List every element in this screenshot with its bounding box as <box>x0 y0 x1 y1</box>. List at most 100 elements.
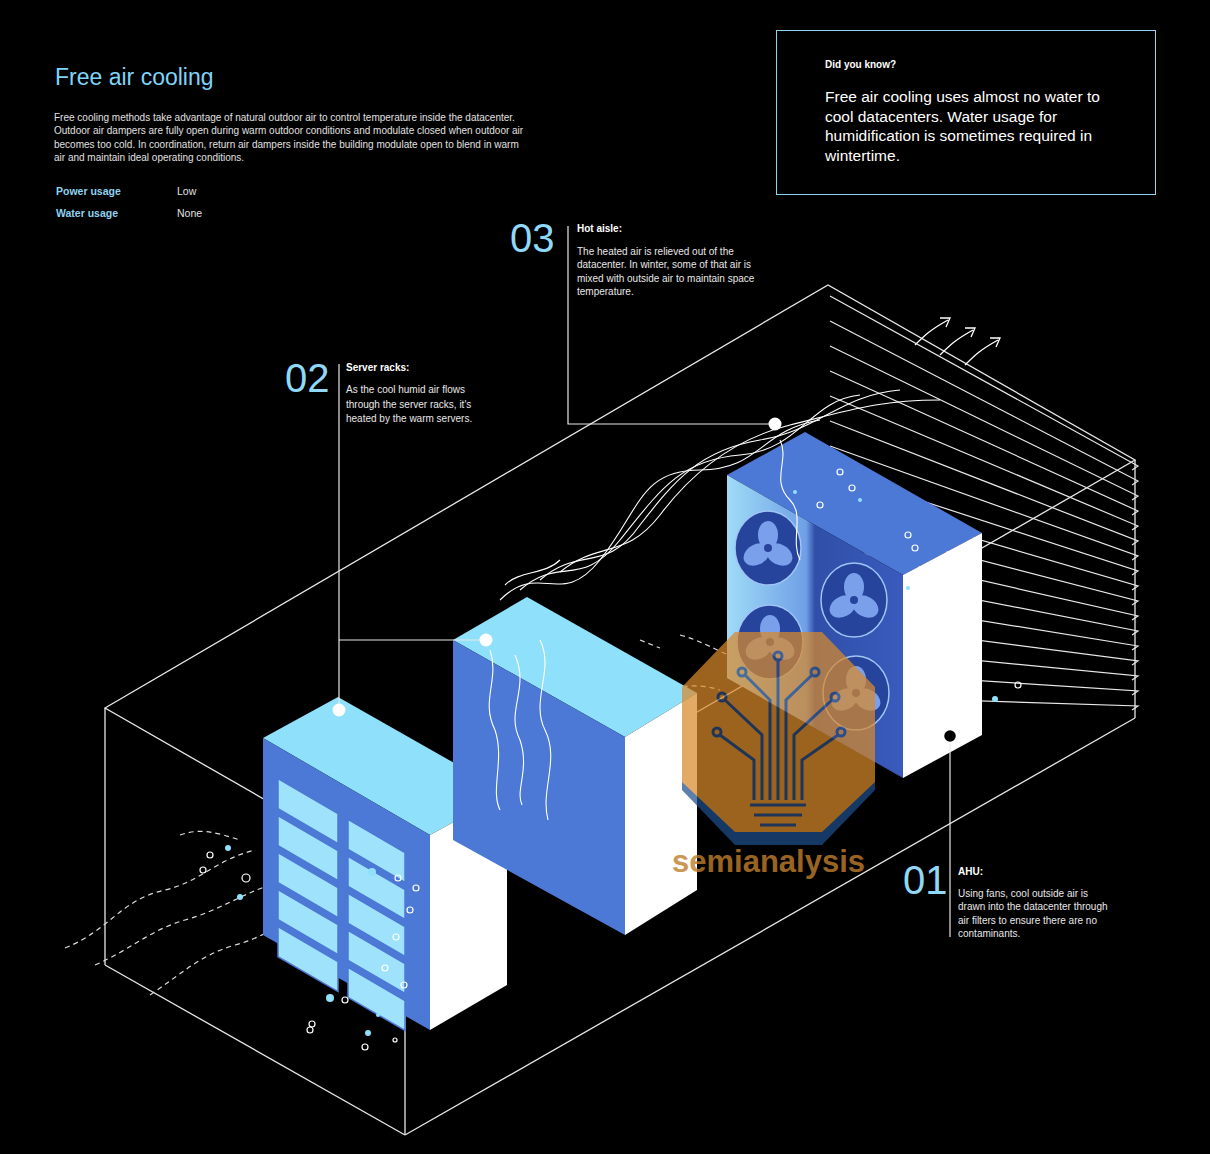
callout-body: Using fans, cool outside air is drawn in… <box>958 887 1108 940</box>
illustration-part <box>965 338 1000 365</box>
illustration-part <box>738 668 746 676</box>
illustration-part <box>713 652 845 825</box>
air-bubble <box>849 485 855 491</box>
illustration-part <box>713 728 721 736</box>
illustration-part <box>915 318 950 345</box>
metric-value: None <box>177 207 202 220</box>
illustration-part <box>540 640 551 820</box>
callout-body: The heated air is relieved out of the da… <box>577 245 762 298</box>
callout-body: As the cool humid air flows through the … <box>346 383 496 427</box>
illustration-part <box>505 560 560 585</box>
bubbles <box>200 469 1021 1050</box>
air-bubble <box>393 1038 397 1042</box>
air-bubble <box>365 1030 371 1036</box>
metric-value: Low <box>177 185 196 198</box>
air-bubble <box>837 469 843 475</box>
illustration-part <box>903 533 982 778</box>
illustration-part <box>826 591 860 622</box>
air-bubble <box>905 532 911 538</box>
air-bubble <box>225 845 231 851</box>
illustration-part <box>718 693 726 701</box>
illustration-part <box>339 639 480 640</box>
illustration-part <box>944 730 957 743</box>
cabinet-door <box>348 967 405 1030</box>
illustration-part <box>95 885 270 965</box>
illustration-part <box>568 226 770 424</box>
illustration-part <box>515 655 524 805</box>
leader-dots <box>333 418 957 743</box>
air-bubble <box>906 586 910 590</box>
air-bubble <box>309 1021 315 1027</box>
air-bubble <box>382 965 388 971</box>
diagram-title: Free air cooling <box>55 64 214 91</box>
watermark-logo <box>682 632 875 845</box>
air-bubble <box>401 982 407 988</box>
air-bubble <box>207 852 213 858</box>
air-bubble <box>413 885 419 891</box>
illustration-part <box>811 668 819 676</box>
illustration-part <box>769 418 782 431</box>
fan <box>821 563 887 637</box>
illustration-part <box>837 728 845 736</box>
air-bubble <box>242 874 250 882</box>
illustration-part <box>682 632 875 832</box>
illustration-part <box>764 544 772 552</box>
illustration-part <box>65 850 255 948</box>
callout-heading: Hot aisle: <box>577 223 622 236</box>
callout-number: 02 <box>285 358 330 398</box>
watermark: semianalysis <box>672 845 865 879</box>
illustration-part <box>263 738 430 1030</box>
illustration-part <box>831 693 839 701</box>
illustration-part <box>560 400 940 572</box>
air-bubble <box>376 1013 380 1017</box>
illustration-part <box>489 650 500 810</box>
exhaust-arrows <box>915 318 1000 365</box>
illustration-part <box>104 708 105 965</box>
leader-lines <box>339 226 950 937</box>
louver-slat <box>830 296 1138 470</box>
callout-number: 03 <box>510 218 555 258</box>
callout-number: 01 <box>903 860 948 900</box>
intro-paragraph: Free cooling methods take advantage of n… <box>54 111 529 165</box>
air-bubble <box>1015 682 1021 688</box>
note-heading: Did you know? <box>825 58 1125 71</box>
illustration-part <box>850 596 858 604</box>
air-bubble <box>368 868 376 876</box>
info-box: Did you know? Free air cooling uses almos… <box>776 30 1156 195</box>
illustration-part <box>105 965 405 1135</box>
illustration-part <box>333 704 346 717</box>
illustration-part <box>780 440 800 560</box>
air-bubble <box>362 1044 368 1050</box>
illustration-part <box>480 634 493 647</box>
note-body: Free air cooling uses almost no water to… <box>825 87 1120 165</box>
metric-name: Power usage <box>56 185 121 198</box>
illustration-part <box>821 563 887 637</box>
air-bubble <box>200 867 206 873</box>
illustration-part <box>180 831 240 840</box>
air-bubble <box>858 498 862 502</box>
callout-heading: Server racks: <box>346 362 409 375</box>
illustration-part <box>750 805 806 825</box>
air-bubble <box>393 934 399 940</box>
air-bubble <box>793 490 797 494</box>
air-bubble <box>326 994 334 1002</box>
fan <box>735 511 801 585</box>
server-rack <box>453 597 697 935</box>
room-outline <box>105 285 1135 1135</box>
illustration-part <box>540 390 900 580</box>
air-bubble <box>817 502 823 508</box>
cabinet-door <box>278 927 338 992</box>
air-bubble <box>342 997 348 1003</box>
illustration-part <box>453 640 625 935</box>
illustration-part <box>338 364 339 704</box>
illustration-part <box>735 511 801 585</box>
air-bubble <box>407 907 413 913</box>
callout-heading: AHU: <box>958 866 983 879</box>
air-bubble <box>307 1027 313 1033</box>
illustration-part <box>774 652 782 660</box>
illustration-part <box>949 742 950 937</box>
illustration-part <box>740 539 774 570</box>
illustration-part <box>940 328 975 355</box>
air-bubble <box>395 875 401 881</box>
illustration-part <box>720 660 838 800</box>
